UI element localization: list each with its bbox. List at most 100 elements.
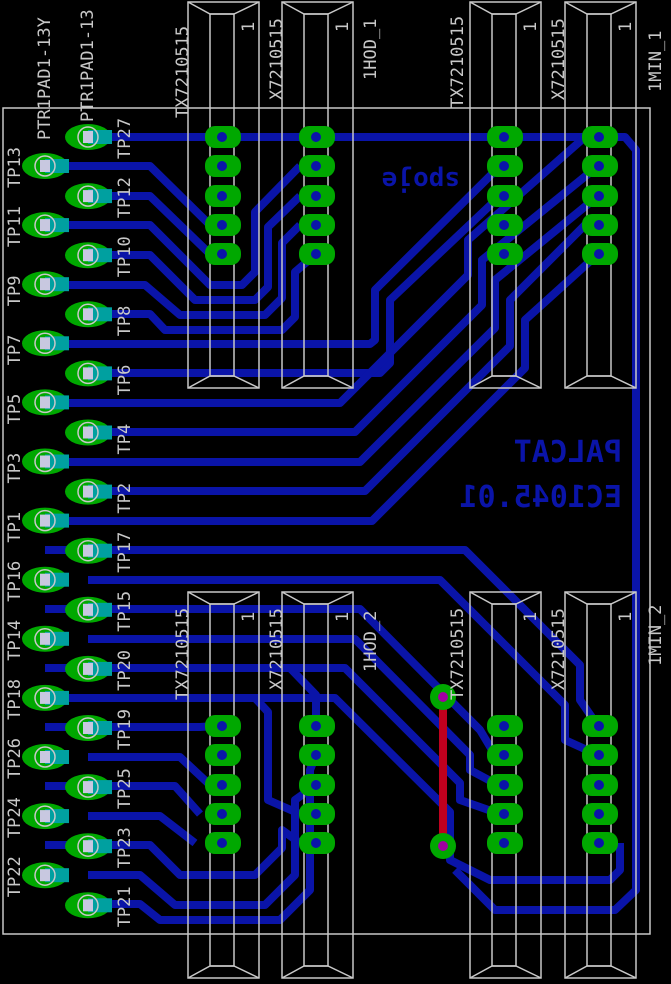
connector-pad[interactable] [487,744,523,766]
testpoint-tp4[interactable]: TP4 [65,419,135,455]
pin1-label: 1 [333,22,353,32]
connector-pad[interactable] [487,243,523,265]
trace [45,546,602,729]
via[interactable] [430,684,456,710]
connector-pad[interactable] [205,185,241,207]
connector-pad[interactable] [299,185,335,207]
testpoint-tp5[interactable]: TP5 [5,389,69,424]
connector-pad[interactable] [205,832,241,854]
connector-pad[interactable] [299,774,335,796]
testpoint-tp16[interactable]: TP16 [5,561,69,602]
connector-pad[interactable] [582,832,618,854]
testpoint-label: TP25 [115,768,135,809]
connector-pad[interactable] [205,803,241,825]
testpoint-label: TP16 [5,561,25,602]
mirrored-text-company: PALCAT [514,435,622,470]
testpoint-label: TP27 [115,118,135,159]
testpoint-label: TP8 [115,306,135,337]
testpoint-tp25[interactable]: TP25 [65,768,135,809]
mirrored-text-spoje: spoje [382,165,460,195]
connector-pad[interactable] [205,715,241,737]
testpoint-tp13[interactable]: TP13 [5,147,69,188]
connector-pad[interactable] [582,774,618,796]
connector-pad[interactable] [205,126,241,148]
pin1-label: 1 [521,22,541,32]
connector-pad[interactable] [299,214,335,236]
testpoint-label: TP4 [115,424,135,455]
connector-overlap-label: X7210515 [549,18,569,100]
connector-pad[interactable] [205,744,241,766]
connector-pad[interactable] [487,155,523,177]
connector-pad[interactable] [205,155,241,177]
connector-pad[interactable] [487,832,523,854]
testpoint-tp10[interactable]: TP10 [65,236,135,277]
testpoint-label: TP9 [5,275,25,306]
testpoint-tp26[interactable]: TP26 [5,738,69,779]
connector-pad[interactable] [582,803,618,825]
testpoint-tp20[interactable]: TP20 [65,650,135,691]
connector-pad[interactable] [582,155,618,177]
connector-pad[interactable] [582,715,618,737]
connector-pad[interactable] [205,774,241,796]
connector-pad[interactable] [487,803,523,825]
connector-pad[interactable] [487,185,523,207]
testpoint-label: TP23 [115,827,135,868]
testpoint-tp27[interactable]: TP27 [65,118,135,159]
testpoint-tp6[interactable]: TP6 [65,360,135,395]
connector-pad[interactable] [299,155,335,177]
testpoint-tp11[interactable]: TP11 [5,206,69,247]
testpoint-label: TP10 [115,236,135,277]
testpoint-label: TP5 [5,394,25,425]
connector-pad[interactable] [299,715,335,737]
testpoint-tp22[interactable]: TP22 [5,856,69,897]
mirrored-text-code: EC1045.01 [459,480,622,515]
testpoint-label: TP17 [115,532,135,573]
connector-pad[interactable] [487,214,523,236]
connector-pad[interactable] [487,715,523,737]
board-outline [2,107,651,935]
testpoint-tp17[interactable]: TP17 [65,532,135,573]
trace [45,163,503,348]
connector-pad[interactable] [582,126,618,148]
testpoint-tp12[interactable]: TP12 [65,177,135,218]
pin1-label: 1 [333,612,353,622]
connector-pad[interactable] [582,744,618,766]
connector-pad[interactable] [487,774,523,796]
testpoint-tp21[interactable]: TP21 [65,886,135,927]
testpoint-tp14[interactable]: TP14 [5,620,69,661]
via[interactable] [430,833,456,859]
connector-value-label: 1HOD_2 [361,611,381,672]
testpoint-tp19[interactable]: TP19 [65,709,135,750]
connector-pad[interactable] [582,243,618,265]
testpoint-tp23[interactable]: TP23 [65,827,135,868]
connector-value-label: 1HOD_1 [361,19,381,80]
pin1-label: 1 [616,22,636,32]
connector-pad[interactable] [299,832,335,854]
connector-pad[interactable] [299,744,335,766]
trace [88,576,600,759]
tp-value-label: PTR1PAD1-13 [78,9,98,122]
testpoint-tp15[interactable]: TP15 [65,591,135,632]
connector-overlap-label: X7210515 [549,608,569,690]
connector-pad[interactable] [299,126,335,148]
connector-pad[interactable] [205,214,241,236]
connector-pad[interactable] [487,126,523,148]
trace [88,753,213,788]
testpoint-tp7[interactable]: TP7 [5,330,69,365]
testpoint-tp9[interactable]: TP9 [5,271,69,306]
testpoint-tp18[interactable]: TP18 [5,679,69,720]
testpoint-tp3[interactable]: TP3 [5,448,69,484]
connector-pad[interactable] [205,243,241,265]
connector-pad[interactable] [299,243,335,265]
connector-pad[interactable] [582,185,618,207]
testpoint-label: TP3 [5,453,25,484]
connector-pad[interactable] [299,803,335,825]
testpoint-tp24[interactable]: TP24 [5,797,69,838]
connector-value-label: 1MIN_2 [646,605,666,666]
testpoint-tp8[interactable]: TP8 [65,301,135,336]
testpoint-tp1[interactable]: TP1 [5,507,69,543]
testpoint-label: TP15 [115,591,135,632]
connector-pad[interactable] [582,214,618,236]
testpoint-tp2[interactable]: TP2 [65,478,135,514]
